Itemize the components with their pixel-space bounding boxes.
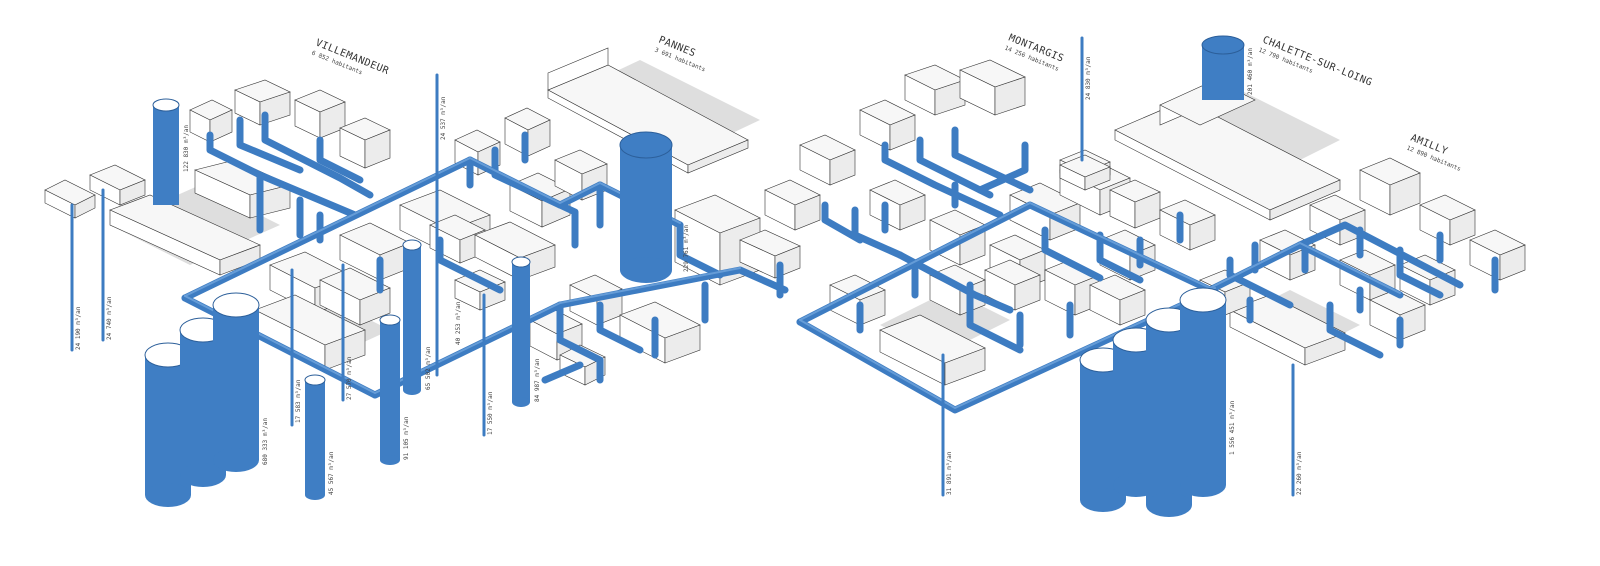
- tank-columns: [144, 35, 1245, 517]
- tank-column: [619, 131, 673, 283]
- tank-column: [152, 98, 180, 205]
- tank-column: [1180, 420, 1226, 497]
- tank-column: [379, 314, 401, 465]
- tank-column: [511, 256, 531, 407]
- building: [1359, 157, 1421, 216]
- tank-column: [1201, 35, 1245, 100]
- building: [89, 164, 146, 206]
- volume-label: 22 260 m³/an: [1296, 451, 1303, 495]
- volume-label: 24 740 m³/an: [106, 296, 113, 340]
- town-label-pannes: PANNES 3 691 habitants: [654, 35, 707, 74]
- volume-labels: 24 190 m³/an 24 740 m³/an 122 830 m³/an …: [75, 48, 1303, 495]
- volume-label: 229 761 m³/an: [683, 225, 690, 272]
- volume-label: 40 253 m³/an: [455, 301, 462, 345]
- volume-label: 65 502 m³/an: [425, 346, 432, 390]
- volume-label: 91 105 m³/an: [403, 416, 410, 460]
- volume-label: 17 550 m³/an: [487, 391, 494, 435]
- building: [879, 314, 986, 386]
- volume-label: 24 537 m³/an: [440, 96, 447, 140]
- building: [1419, 194, 1476, 246]
- building: [294, 89, 346, 139]
- building: [859, 99, 916, 151]
- volume-label: 24 190 m³/an: [75, 306, 82, 350]
- volume-label: 122 830 m³/an: [183, 125, 190, 172]
- building: [904, 64, 966, 116]
- volume-label: 680 333 m³/an: [262, 418, 269, 465]
- building: [319, 267, 391, 326]
- building: [44, 179, 96, 219]
- building: [764, 179, 821, 231]
- town-name: CHALETTE-SUR-LOING: [1261, 35, 1374, 89]
- buildings: [44, 47, 1526, 386]
- volume-label: 17 583 m³/an: [295, 379, 302, 423]
- building: [1059, 154, 1111, 191]
- volume-label: 45 567 m³/an: [328, 451, 335, 495]
- tank-column: [304, 374, 326, 500]
- building: [869, 179, 926, 231]
- volume-label: 201 460 m³/an: [1247, 48, 1254, 95]
- building: [109, 194, 261, 276]
- town-label-montargis: MONTARGIS 14 256 habitants: [1004, 33, 1066, 73]
- building: [799, 134, 856, 186]
- building: [1109, 179, 1161, 229]
- building: [339, 117, 391, 169]
- building: [339, 222, 411, 281]
- tank-column: [402, 239, 422, 395]
- building: [829, 274, 886, 326]
- building: [929, 209, 986, 266]
- town-label-villemandeur: VILLEMANDEUR 6 852 habitants: [311, 38, 391, 78]
- building: [254, 294, 366, 371]
- volume-label: 31 891 m³/an: [946, 451, 953, 495]
- volume-label: 84 987 m³/an: [534, 358, 541, 402]
- building: [1159, 199, 1216, 251]
- building: [619, 301, 701, 364]
- building: [1089, 274, 1146, 326]
- building: [1229, 294, 1346, 366]
- town-label-amilly: AMILLY 12 890 habitants: [1406, 133, 1463, 173]
- tank-column: [212, 292, 260, 472]
- volume-label: 24 830 m³/an: [1085, 56, 1092, 100]
- building: [1369, 289, 1426, 341]
- volume-label: 27 570 m³/an: [346, 356, 353, 400]
- building: [959, 59, 1026, 116]
- risers: [70, 36, 1295, 497]
- building: [984, 259, 1041, 311]
- town-label-chalette: CHALETTE-SUR-LOING 12 790 habitants: [1258, 35, 1374, 89]
- building: [194, 159, 291, 219]
- volume-label: 1 556 451 m³/an: [1229, 400, 1236, 455]
